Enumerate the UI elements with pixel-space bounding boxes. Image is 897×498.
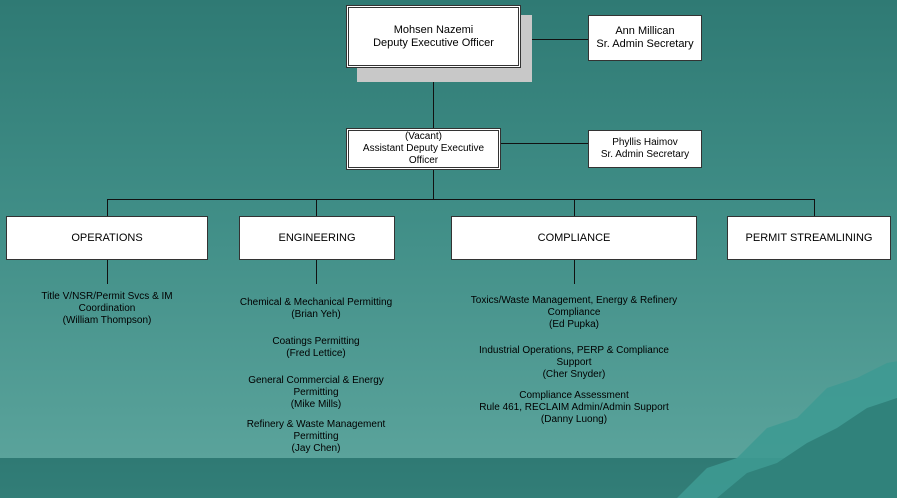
unit-line: Title V/NSR/Permit Svcs & IM: [41, 291, 173, 302]
mountain-graphic: [677, 361, 897, 498]
compliance-unit-1: Toxics/Waste Management, Energy & Refine…: [454, 295, 694, 331]
unit-line: Permitting: [293, 387, 339, 398]
line-exec-to-secretary: [520, 39, 588, 40]
exec-secretary-title: Sr. Admin Secretary: [596, 38, 694, 50]
assistant-box: (Vacant) Assistant Deputy Executive Offi…: [346, 128, 501, 170]
line-engineering-units: [316, 260, 317, 284]
assistant-title-line1: Assistant Deputy Executive: [362, 143, 485, 154]
unit-line: Chemical & Mechanical Permitting: [239, 297, 393, 308]
unit-line: (Jay Chen): [291, 443, 341, 454]
unit-line: Industrial Operations, PERP & Compliance: [479, 345, 669, 356]
unit-line: Refinery & Waste Management: [246, 419, 386, 430]
compliance-unit-2: Industrial Operations, PERP & Compliance…: [454, 345, 694, 381]
exec-secretary-box: Ann Millican Sr. Admin Secretary: [588, 15, 702, 61]
unit-line: Coatings Permitting: [272, 336, 360, 347]
unit-line: Permitting: [293, 431, 339, 442]
operations-unit-1: Title V/NSR/Permit Svcs & IM Coordinatio…: [27, 291, 187, 327]
line-compliance-drop: [574, 199, 575, 216]
line-assistant-down: [433, 168, 434, 199]
assistant-name: (Vacant): [404, 131, 443, 142]
unit-line: (Ed Pupka): [548, 319, 600, 330]
line-engineering-drop: [316, 199, 317, 216]
unit-line: Rule 461, RECLAIM Admin/Admin Support: [479, 402, 669, 413]
line-permit-drop: [814, 199, 815, 216]
line-operations-units: [107, 260, 108, 284]
unit-line: (Cher Snyder): [542, 369, 606, 380]
line-assistant-to-secretary: [500, 143, 588, 144]
engineering-unit-4: Refinery & Waste Management Permitting (…: [236, 419, 396, 455]
unit-line: Support: [556, 357, 592, 368]
division-permit-label: PERMIT STREAMLINING: [745, 231, 873, 244]
line-exec-to-assistant: [433, 68, 434, 130]
division-compliance-label: COMPLIANCE: [537, 231, 611, 244]
assistant-secretary-title: Sr. Admin Secretary: [600, 149, 690, 160]
engineering-unit-2: Coatings Permitting (Fred Lettice): [236, 336, 396, 360]
assistant-secretary-box: Phyllis Haimov Sr. Admin Secretary: [588, 130, 702, 168]
engineering-unit-1: Chemical & Mechanical Permitting (Brian …: [236, 297, 396, 321]
unit-line: Compliance Assessment: [519, 390, 629, 401]
engineering-unit-3: General Commercial & Energy Permitting (…: [236, 375, 396, 411]
unit-line: (Brian Yeh): [291, 309, 341, 320]
assistant-title-line2: Officer: [408, 155, 439, 166]
division-engineering: ENGINEERING: [239, 216, 395, 260]
compliance-unit-3: Compliance Assessment Rule 461, RECLAIM …: [454, 390, 694, 426]
assistant-secretary-name: Phyllis Haimov: [612, 137, 678, 148]
unit-line: General Commercial & Energy: [248, 375, 384, 386]
division-operations: OPERATIONS: [6, 216, 208, 260]
exec-box: Mohsen Nazemi Deputy Executive Officer: [346, 5, 521, 68]
unit-line: (Fred Lettice): [286, 348, 346, 359]
unit-line: (Danny Luong): [540, 414, 608, 425]
division-compliance: COMPLIANCE: [451, 216, 697, 260]
unit-line: Coordination: [78, 303, 136, 314]
line-operations-drop: [107, 199, 108, 216]
exec-title: Deputy Executive Officer: [373, 36, 494, 49]
division-engineering-label: ENGINEERING: [278, 231, 356, 244]
exec-name: Mohsen Nazemi: [393, 23, 474, 36]
line-compliance-units: [574, 260, 575, 284]
unit-line: Toxics/Waste Management, Energy & Refine…: [470, 295, 678, 306]
unit-line: (Mike Mills): [290, 399, 342, 410]
division-operations-label: OPERATIONS: [71, 231, 143, 244]
line-divisions-horizontal: [107, 199, 814, 200]
unit-line: (William Thompson): [62, 315, 152, 326]
division-permit-streamlining: PERMIT STREAMLINING: [727, 216, 891, 260]
unit-line: Compliance: [547, 307, 601, 318]
exec-secretary-name: Ann Millican: [615, 25, 675, 37]
